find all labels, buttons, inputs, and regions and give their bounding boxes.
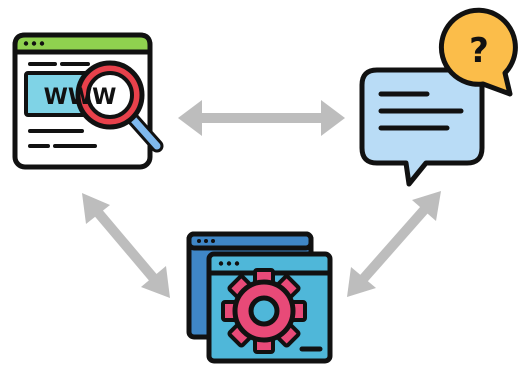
settings-window-icon (186, 231, 333, 364)
arrow-browser-chat (178, 100, 345, 136)
browser-titlebar (12, 32, 153, 55)
question-bubble (438, 7, 518, 97)
gear-icon (221, 268, 307, 354)
arrow-chat-settings (347, 191, 441, 297)
chat-question-icon: ? (359, 7, 518, 187)
www-text: WWW (44, 85, 117, 110)
question-mark-text: ? (469, 31, 489, 71)
arrow-browser-settings (82, 193, 170, 298)
browser-search-icon: WWW (12, 32, 164, 170)
connector-arrows (82, 100, 441, 298)
magnifier-icon (75, 60, 164, 153)
